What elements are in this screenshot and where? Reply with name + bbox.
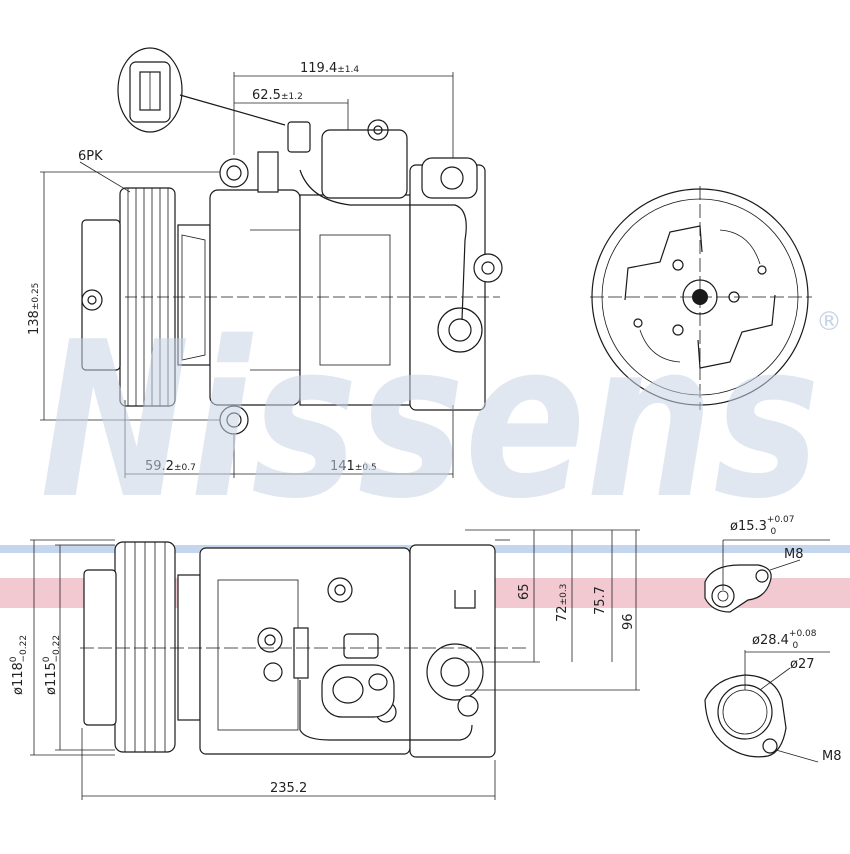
dim-connector-offset: 62.5±1.2	[252, 88, 303, 103]
small-port-detail	[704, 539, 830, 613]
dim-total-length: 235.2	[270, 781, 307, 796]
dim-pulley-offset: 59.2±0.7	[145, 459, 196, 474]
large-port-inner-diameter: ø27	[790, 657, 815, 672]
brand-watermark: Nissens	[40, 295, 820, 546]
side-view	[80, 541, 530, 758]
dim-height: 138±0.25	[27, 283, 42, 335]
dim-port-h3: 75.7	[593, 586, 608, 615]
dim-belt: 6PK	[78, 149, 103, 164]
top-dimensions	[40, 72, 454, 478]
connector-callout	[117, 47, 286, 133]
dim-port-h2: 72±0.3	[555, 584, 570, 622]
dim-body-length: 141±0.5	[330, 459, 377, 474]
pulley-front-view	[590, 186, 812, 410]
dim-pulley-outer: ø1180−0.22	[9, 635, 29, 695]
side-dimensions	[30, 529, 640, 800]
dim-port-h4: 96	[621, 613, 636, 630]
dim-pulley-inner: ø1150−0.22	[42, 635, 62, 695]
registered-mark: ®	[816, 307, 842, 337]
top-view	[81, 47, 503, 435]
large-port-thread: M8	[822, 749, 842, 764]
dim-overall-width: 119.4±1.4	[300, 61, 359, 76]
dim-port-h1: 65	[517, 583, 532, 600]
small-port-thread: M8	[784, 547, 804, 562]
compressor-body-top	[125, 119, 503, 435]
large-port-detail	[704, 650, 830, 763]
pulley-top	[81, 187, 211, 407]
